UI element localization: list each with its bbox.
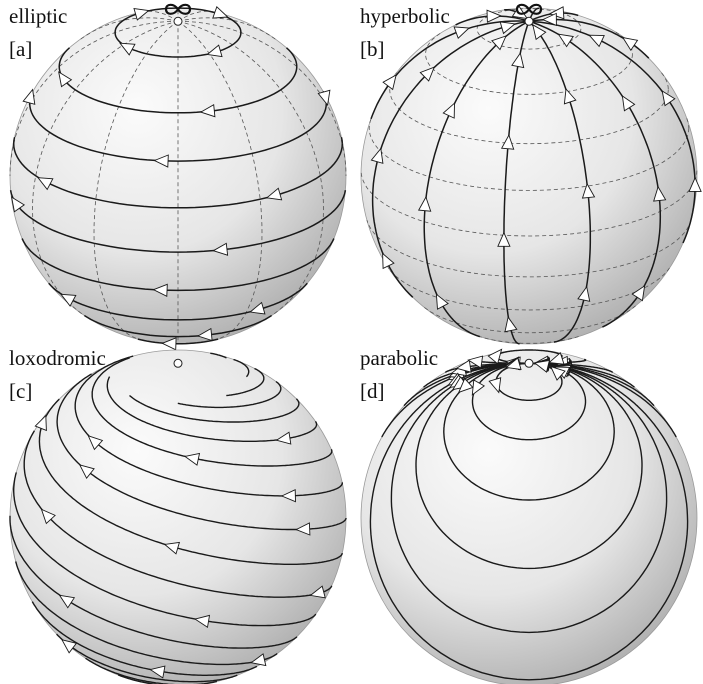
flow-arrow [23,90,35,105]
sphere-loxodromic [0,342,351,684]
sphere-parabolic [351,342,702,684]
panel-title-parabolic: parabolic [360,346,438,370]
panel-title-loxodromic: loxodromic [9,346,106,370]
sphere-surface [10,350,346,684]
panel-tag-d: [d] [360,379,385,403]
sphere-hyperbolic [351,0,702,342]
panel-elliptic: elliptic [a] [0,0,351,342]
fixed-point-north [525,359,533,367]
panel-parabolic: parabolic [d] [351,342,702,684]
panel-tag-a: [a] [9,37,32,61]
panel-title-hyperbolic: hyperbolic [360,4,450,28]
panel-title-elliptic: elliptic [9,4,67,28]
sphere-surface [361,8,697,344]
panel-tag-b: [b] [360,37,385,61]
panel-loxodromic: loxodromic [c] [0,342,351,684]
flow-line [341,137,342,144]
flow-arrow [213,7,228,18]
sphere-elliptic [0,0,351,342]
fixed-point-north [525,17,533,25]
fixed-point-north [174,17,182,25]
panel-hyperbolic: hyperbolic [b] [351,0,702,342]
fixed-point-north [174,359,182,367]
panel-tag-c: [c] [9,379,32,403]
